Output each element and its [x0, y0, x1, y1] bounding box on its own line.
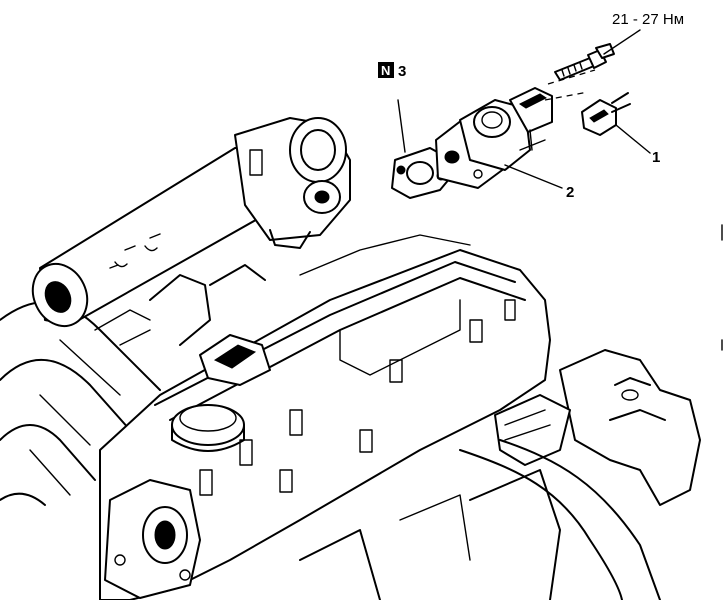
replace-badge-letter: N — [381, 63, 390, 78]
torque-spec-label: 21 - 27 Нм — [612, 11, 684, 28]
front-timing-housing — [104, 479, 201, 599]
mounting-bolt — [554, 29, 641, 81]
cover-bolts — [199, 299, 516, 496]
callout-1: 1 — [652, 149, 660, 166]
callout-3: 3 — [398, 63, 406, 80]
oil-filler-cap — [171, 404, 245, 452]
harness-connector — [581, 92, 651, 154]
intake-plenum — [31, 117, 351, 346]
idle-air-control-valve — [435, 69, 596, 189]
idle-valve-gasket — [391, 99, 451, 199]
throttle-body — [234, 117, 351, 249]
engine-assembly — [0, 234, 701, 600]
callout-2: 2 — [566, 184, 574, 201]
water-outlet — [459, 349, 701, 600]
replace-badge: N — [378, 62, 394, 78]
